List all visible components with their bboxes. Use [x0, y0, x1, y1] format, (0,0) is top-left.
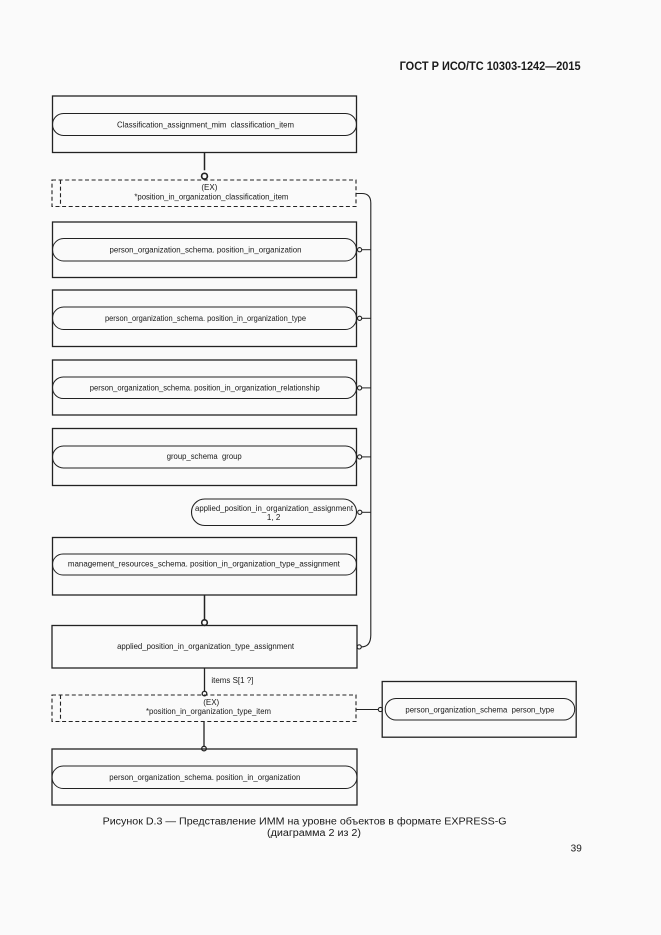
svg-text:applied_position_in_organizati: applied_position_in_organization_assignm… — [195, 504, 354, 513]
svg-text:management_resources_schema. p: management_resources_schema. position_in… — [68, 560, 341, 569]
svg-text:39: 39 — [571, 844, 583, 855]
svg-text:applied_position_in_organizati: applied_position_in_organization_type_as… — [117, 642, 295, 651]
svg-text:*position_in_organization_clas: *position_in_organization_classification… — [134, 192, 288, 201]
svg-text:Рисунок D.3 — Представление ИМ: Рисунок D.3 — Представление ИММ на уровн… — [103, 815, 507, 827]
svg-text:(диаграмма 2 из 2): (диаграмма 2 из 2) — [267, 828, 361, 839]
svg-text:1, 2: 1, 2 — [267, 513, 281, 522]
svg-text:ГОСТ Р ИСО/ТС 10303-1242—2015: ГОСТ Р ИСО/ТС 10303-1242—2015 — [400, 61, 582, 73]
svg-text:person_organization_schema. po: person_organization_schema. position_in_… — [105, 314, 307, 323]
svg-text:Classification_assignment_mim: Classification_assignment_mim classifica… — [117, 121, 294, 130]
svg-text:person_organization_schema. po: person_organization_schema. position_in_… — [109, 773, 300, 782]
svg-text:group_schema group: group_schema group — [167, 452, 243, 461]
svg-text:person_organization_schema. po: person_organization_schema. position_in_… — [90, 384, 321, 393]
svg-text:person_organization_schema. po: person_organization_schema. position_in_… — [110, 246, 302, 255]
svg-text:*position_in_organization_type: *position_in_organization_type_item — [146, 707, 271, 716]
svg-text:(EX): (EX) — [201, 183, 217, 192]
svg-text:person_organization_schema pe: person_organization_schema person_type — [405, 705, 555, 714]
svg-text:items S[1 ?]: items S[1 ?] — [211, 676, 253, 685]
svg-text:(EX): (EX) — [203, 698, 219, 707]
